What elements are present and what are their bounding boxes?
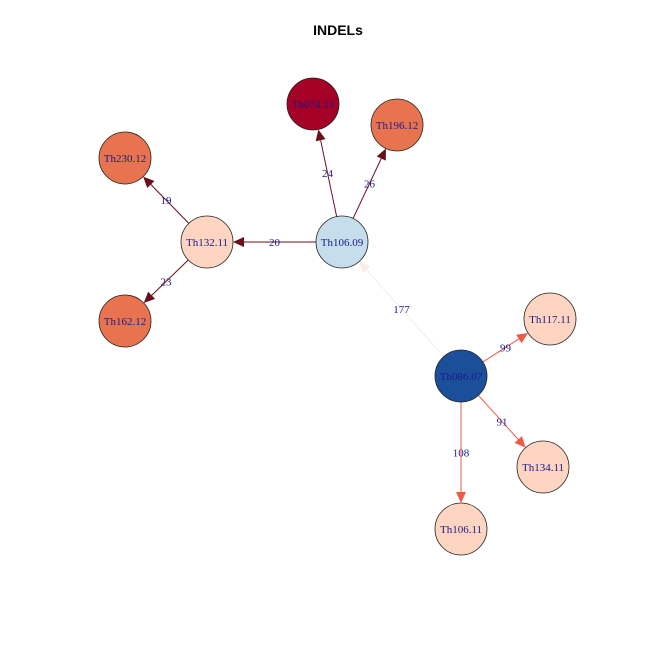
edges-layer: [143, 129, 529, 503]
node-th196-12: Th196.12: [370, 98, 424, 152]
node-label: Th132.11: [186, 237, 228, 249]
edge-label-th106-09-to-th196-12: 26: [364, 179, 376, 191]
edge-label-th106-09-to-th132-11: 20: [269, 237, 281, 249]
arrowhead-icon: [233, 237, 244, 247]
edge-label-th106-09-to-th074-13: 24: [322, 168, 334, 180]
node-circle: [315, 215, 369, 269]
edge-labels-layer: 24 26 20 19 23 177 99 91 108: [161, 168, 512, 460]
node-circle: [370, 98, 424, 152]
node-circle: [523, 292, 577, 346]
edge-th132-11-to-th162-12: [151, 259, 189, 296]
node-label: Th074.13: [292, 99, 335, 111]
node-circle: [286, 77, 340, 131]
arrowhead-icon: [315, 129, 326, 142]
node-circle: [98, 294, 152, 348]
arrowhead-icon: [143, 176, 155, 188]
node-circle: [434, 349, 488, 403]
node-circle: [516, 440, 570, 494]
edge-label-th132-11-to-th162-12: 23: [161, 277, 173, 289]
arrowhead-icon: [456, 492, 466, 503]
node-th132-11: Th132.11: [180, 215, 234, 269]
node-th117-11: Th117.11: [523, 292, 577, 346]
node-circle: [98, 131, 152, 185]
arrowhead-icon: [516, 333, 529, 344]
node-th162-12: Th162.12: [98, 294, 152, 348]
edge-label-th086-07-to-th117-11: 99: [500, 343, 512, 355]
node-th230-12: Th230.12: [98, 131, 152, 185]
arrowhead-icon: [143, 291, 156, 303]
edge-th086-07-to-th134-11: [478, 394, 519, 440]
node-th106-09: Th106.09: [315, 215, 369, 269]
edge-label-th086-07-to-th134-11: 91: [497, 417, 508, 429]
edge-label-th132-11-to-th230-12: 19: [161, 195, 173, 207]
edge-th086-07-to-th117-11: [482, 338, 520, 363]
edge-label-th086-07-to-th106-09: 177: [393, 304, 410, 316]
node-th106-11: Th106.11: [434, 502, 488, 556]
node-label: Th106.11: [440, 524, 482, 536]
node-label: Th162.12: [104, 316, 146, 328]
edge-th106-09-to-th196-12: [352, 158, 382, 219]
node-label: Th230.12: [104, 153, 146, 165]
edge-th132-11-to-th230-12: [150, 184, 190, 224]
edge-th086-07-to-th106-09: [366, 269, 445, 357]
edge-th106-09-to-th074-13: [320, 140, 338, 217]
arrowhead-icon: [514, 436, 526, 448]
edge-label-th086-07-to-th106-11: 108: [453, 448, 470, 460]
node-label: Th134.11: [522, 462, 564, 474]
arrowhead-icon: [359, 261, 371, 273]
node-th086-07: Th086.07: [434, 349, 488, 403]
node-th074-13: Th074.13: [286, 77, 340, 131]
node-label: Th196.12: [376, 120, 418, 132]
node-circle: [180, 215, 234, 269]
node-label: Th086.07: [440, 371, 483, 383]
arrowhead-icon: [376, 148, 386, 161]
node-th134-11: Th134.11: [516, 440, 570, 494]
node-label: Th106.09: [321, 237, 364, 249]
node-label: Th117.11: [529, 314, 571, 326]
node-circle: [434, 502, 488, 556]
graph-title: INDELs: [313, 22, 363, 38]
